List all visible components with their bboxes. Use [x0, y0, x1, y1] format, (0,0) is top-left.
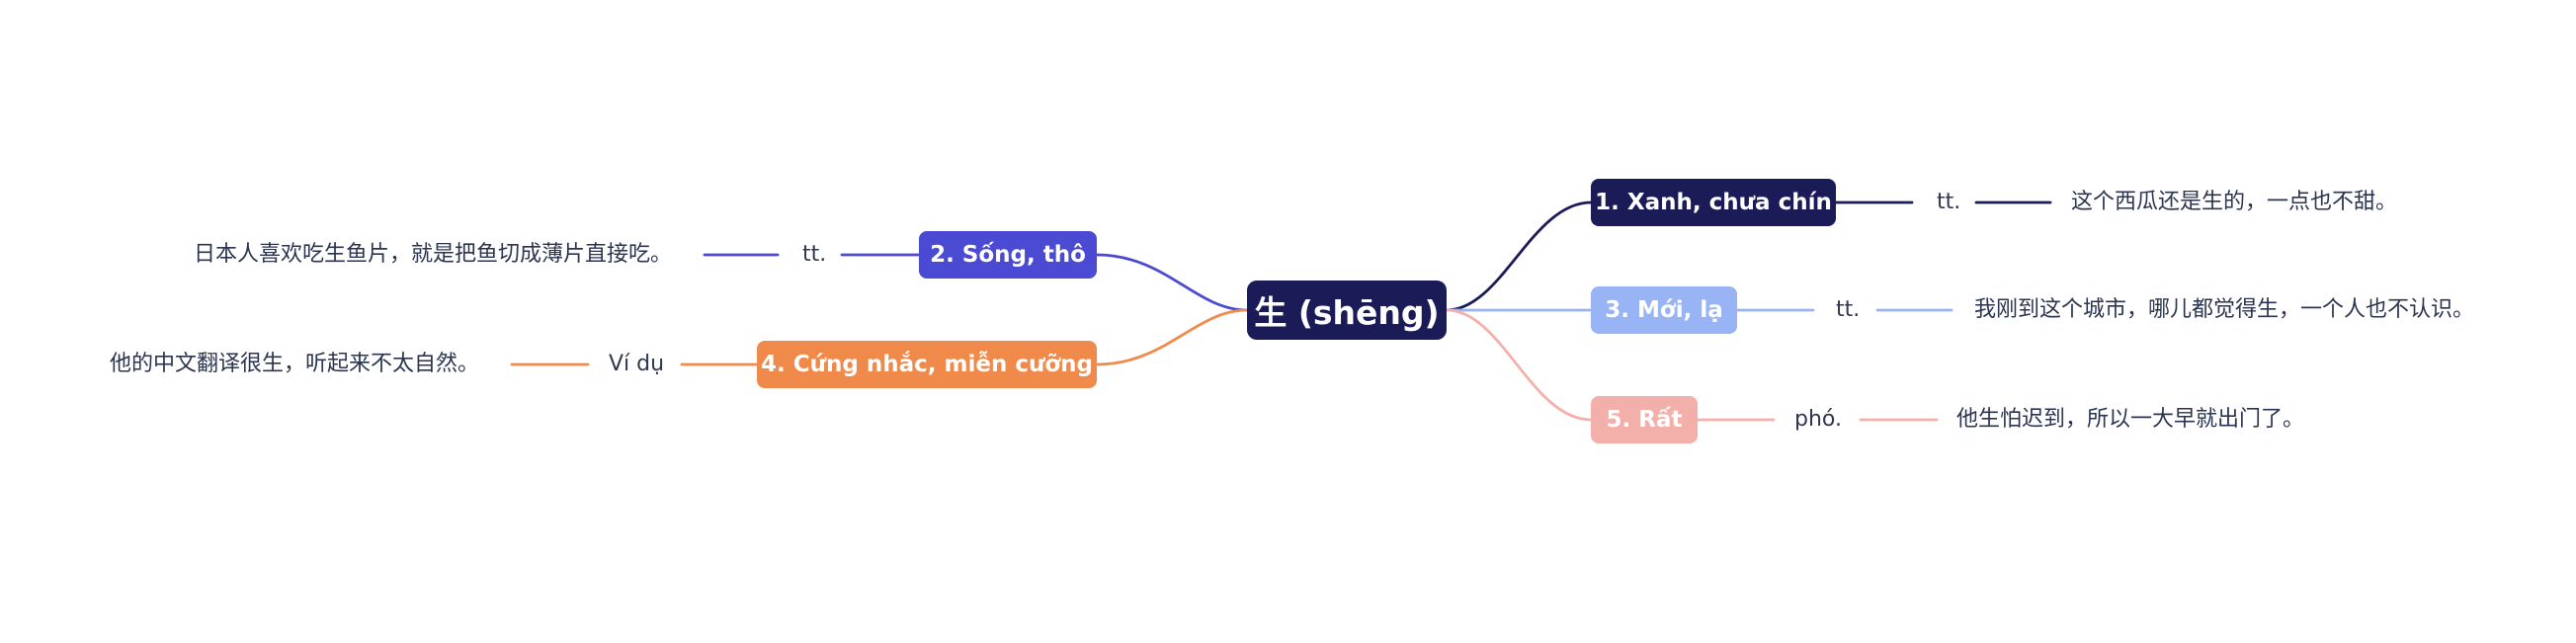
branch-node-1-label: 1. Xanh, chưa chín	[1595, 190, 1832, 215]
center-node[interactable]: 生 (shēng)	[1247, 281, 1447, 340]
branch-4-example: 他的中文翻译很生，听起来不太自然。	[110, 352, 480, 376]
branch-2-example: 日本人喜欢吃生鱼片，就是把鱼切成薄片直接吃。	[194, 242, 673, 267]
branch-4-tag: Ví dụ	[609, 352, 665, 376]
branch-node-2-label: 2. Sống, thô	[930, 242, 1086, 268]
branch-3-example: 我刚到这个城市，哪儿都觉得生，一个人也不认识。	[1974, 297, 2475, 322]
branch-node-4[interactable]: 4. Cứng nhắc, miễn cưỡng	[757, 341, 1097, 388]
branch-1-example: 这个西瓜还是生的，一点也不甜。	[2071, 190, 2398, 214]
branch-node-2[interactable]: 2. Sống, thô	[919, 231, 1097, 279]
branch-1-tag: tt.	[1937, 190, 1961, 214]
branch-node-3-label: 3. Mới, lạ	[1605, 297, 1723, 323]
branch-node-5[interactable]: 5. Rất	[1591, 396, 1698, 443]
branch-5-tag: phó.	[1794, 407, 1842, 432]
branch-node-5-label: 5. Rất	[1606, 407, 1683, 433]
connector-center-to-branch-1	[1445, 201, 1593, 312]
branch-node-4-label: 4. Cứng nhắc, miễn cưỡng	[761, 352, 1093, 377]
connector-center-to-branch-4	[1095, 308, 1249, 366]
branch-3-tag: tt.	[1836, 297, 1861, 322]
connector-center-to-branch-5	[1445, 308, 1593, 422]
connector-center-to-branch-2	[1095, 253, 1249, 312]
center-node-label: 生 (shēng)	[1254, 293, 1440, 332]
branch-2-tag: tt.	[802, 242, 827, 267]
branch-5-example: 他生怕迟到，所以一大早就出门了。	[1956, 407, 2305, 432]
branch-node-3[interactable]: 3. Mới, lạ	[1591, 286, 1737, 334]
branch-node-1[interactable]: 1. Xanh, chưa chín	[1591, 179, 1836, 226]
